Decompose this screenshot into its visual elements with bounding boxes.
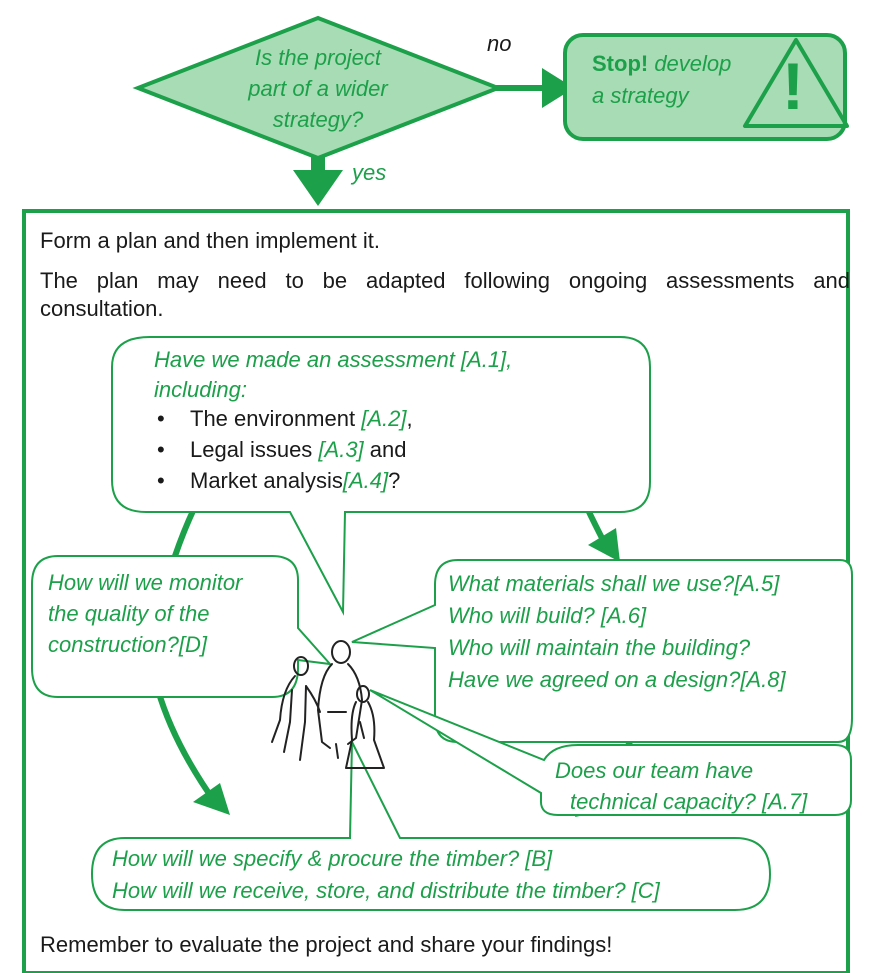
plan-adapt-line-1: The plan may need to be adapted followin… (40, 268, 850, 293)
yes-arrow-shaft (311, 156, 325, 174)
materials-line: Who will maintain the building? (448, 635, 751, 660)
capacity-text: Does our team have technical capacity? [… (555, 755, 807, 817)
materials-text: What materials shall we use?[A.5] Who wi… (448, 568, 786, 696)
decision-line-2: part of a wider (248, 76, 388, 101)
timber-text: How will we specify & procure the timber… (112, 843, 660, 907)
no-arrow-head (542, 68, 574, 108)
stop-box (563, 33, 847, 141)
materials-line: What materials shall we use?[A.5] (448, 571, 780, 596)
capacity-line: Does our team have (555, 758, 754, 783)
monitor-line: the quality of the (48, 601, 210, 626)
monitor-line: construction?[D] (48, 632, 207, 657)
assessment-heading: Have we made an assessment [A.1], includ… (154, 345, 512, 405)
stop-rest: develop (648, 51, 732, 76)
decision-question: Is the project part of a wider strategy? (218, 42, 418, 135)
plan-footer: Remember to evaluate the project and sha… (40, 932, 613, 957)
yes-label: yes (352, 160, 387, 185)
warning-triangle (743, 38, 849, 128)
assessment-line-2: including: (154, 377, 247, 402)
plan-intro: Form a plan and then implement it. (40, 228, 380, 253)
decision-line-1: Is the project (255, 45, 381, 70)
warning-mark: ! (782, 49, 804, 123)
stop-bold: Stop! (592, 51, 649, 76)
assessment-line-1: Have we made an assessment [A.1], (154, 347, 513, 372)
decision-line-3: strategy? (272, 107, 364, 132)
plan-adapt-line-2: consultation. (40, 296, 164, 321)
no-label: no (487, 31, 512, 56)
stop-line-2: a strategy (592, 83, 689, 108)
capacity-bubble (369, 689, 852, 816)
people-icon (271, 640, 385, 769)
assessment-item: Market analysis[A.4]? (154, 465, 413, 496)
cycle-arrowhead-top-right (588, 528, 620, 562)
materials-line: Have we agreed on a design?[A.8] (448, 667, 786, 692)
timber-line: How will we receive, store, and distribu… (112, 878, 660, 903)
monitor-line: How will we monitor (48, 570, 243, 595)
monitor-text: How will we monitor the quality of the c… (48, 567, 242, 660)
yes-arrow-head (293, 170, 343, 206)
stop-text: Stop! develop a strategy (592, 48, 731, 112)
capacity-line: technical capacity? [A.7] (570, 789, 808, 814)
timber-line: How will we specify & procure the timber… (112, 846, 553, 871)
monitor-bubble (31, 555, 333, 698)
assessment-item: The environment [A.2], (154, 403, 413, 434)
materials-line: Who will build? [A.6] (448, 603, 647, 628)
cycle-arrowhead-bottom-left (193, 783, 230, 815)
assessment-list: The environment [A.2], Legal issues [A.3… (154, 403, 413, 496)
assessment-item: Legal issues [A.3] and (154, 434, 413, 465)
timber-bubble (90, 741, 772, 911)
